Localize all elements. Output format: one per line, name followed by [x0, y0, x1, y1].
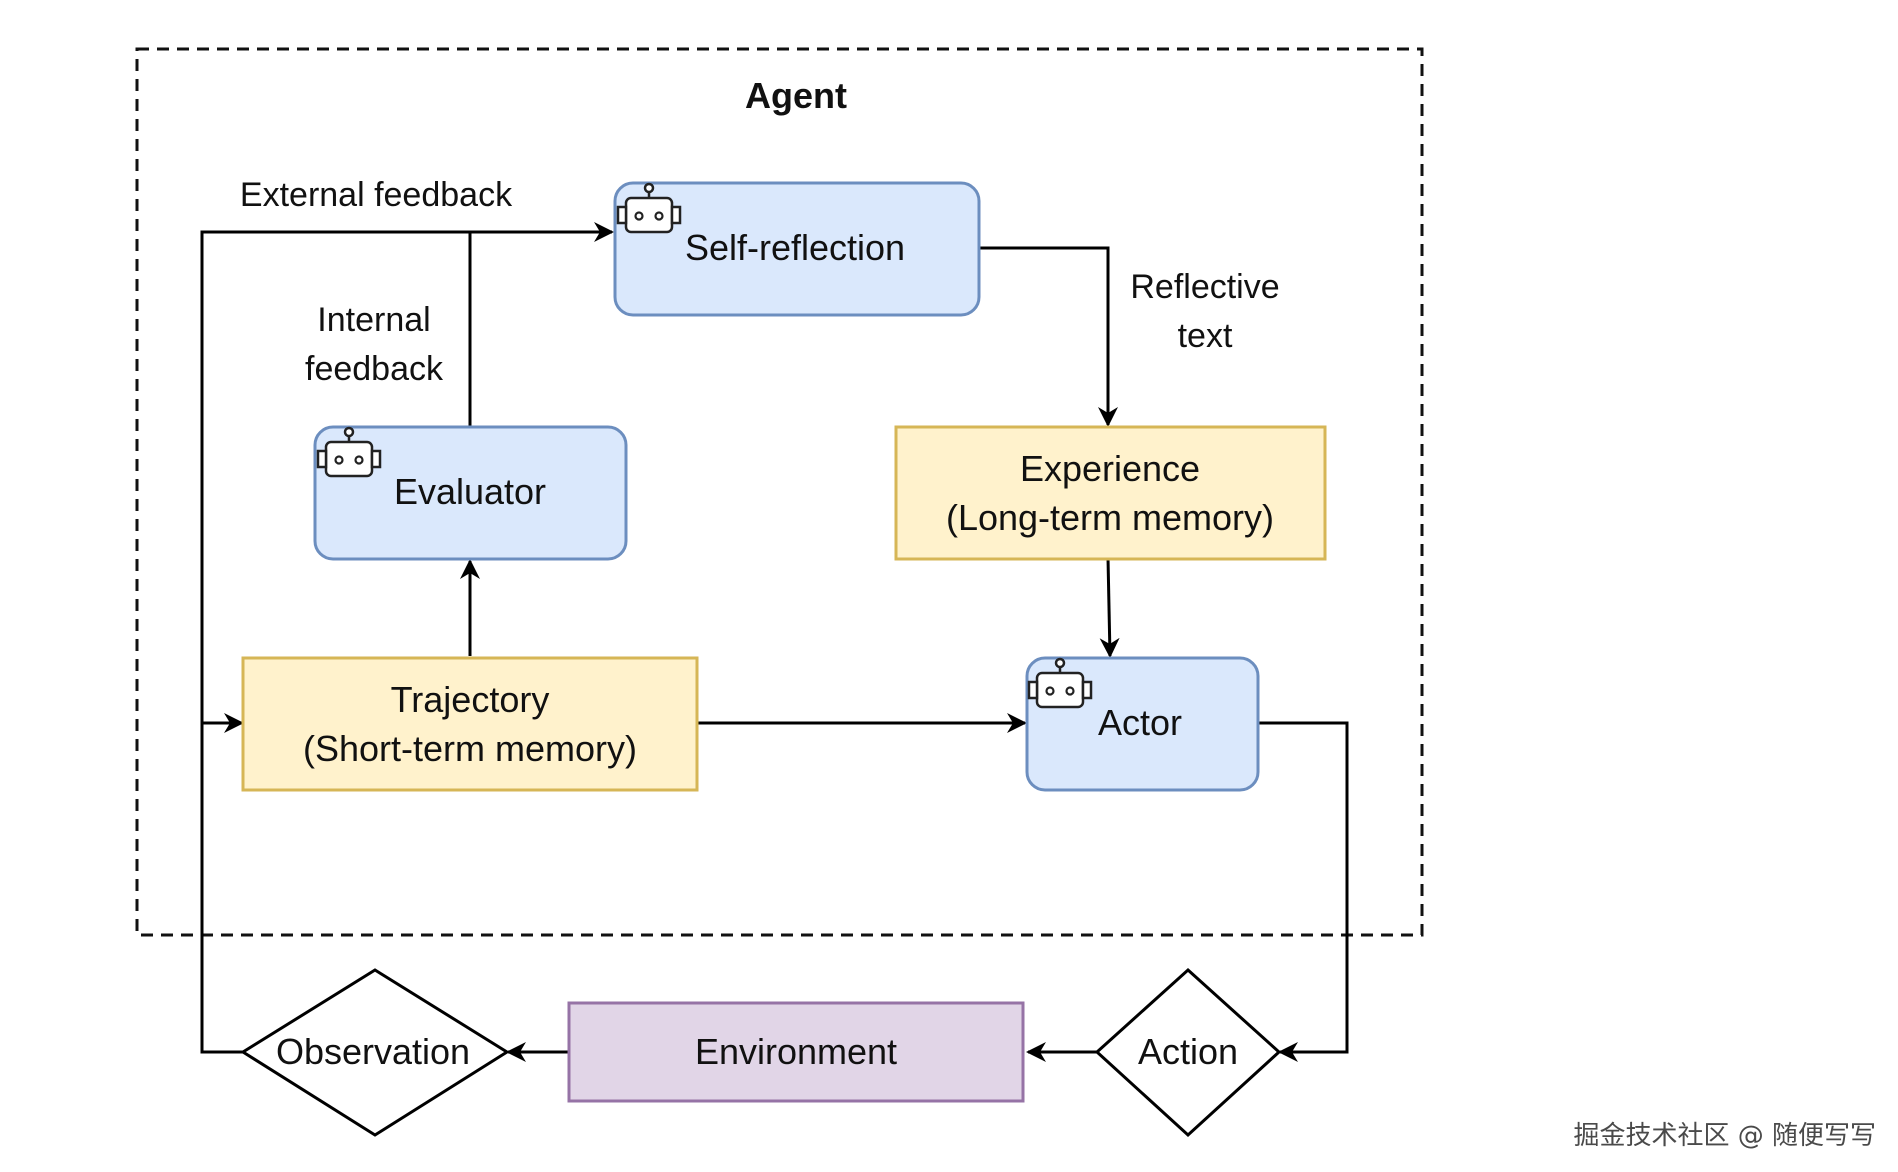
node-observation: Observation: [240, 968, 510, 1137]
node-experience: Experience (Long-term memory): [894, 425, 1327, 561]
label-internal-feedback-line1: Internal: [317, 301, 430, 339]
node-action-label: Action: [1138, 1031, 1238, 1072]
node-environment-label: Environment: [695, 1031, 897, 1072]
connectors: [200, 222, 1349, 1062]
label-reflective-text-line1: Reflective: [1130, 268, 1279, 306]
watermark: 掘金技术社区 @ 随便写写: [1573, 1121, 1876, 1151]
node-evaluator-label: Evaluator: [394, 471, 546, 512]
node-experience-line1: Experience: [1020, 448, 1200, 489]
agent-title: Agent: [745, 75, 847, 116]
node-experience-line2: (Long-term memory): [946, 497, 1274, 538]
node-actor-label: Actor: [1098, 702, 1182, 743]
node-trajectory-line1: Trajectory: [391, 679, 550, 720]
agent-boundary: [135, 47, 1424, 937]
edge-reflective-text: [979, 246, 1118, 427]
node-environment: Environment: [567, 1001, 1025, 1103]
label-reflective-text-line2: text: [1178, 317, 1233, 355]
label-internal-feedback-line2: feedback: [305, 350, 444, 388]
node-actor: Actor: [1025, 656, 1260, 792]
label-external-feedback: External feedback: [240, 176, 513, 214]
node-trajectory: Trajectory (Short-term memory): [241, 656, 699, 792]
node-self-reflection: Self-reflection: [613, 181, 981, 317]
node-evaluator: Evaluator: [313, 425, 628, 561]
edge-external-feedback: [200, 222, 614, 1054]
edge-experience-to-actor: [1099, 557, 1120, 658]
node-self-reflection-label: Self-reflection: [685, 227, 905, 268]
node-action: Action: [1094, 967, 1282, 1138]
node-observation-label: Observation: [276, 1031, 470, 1072]
edge-actor-to-action: [1258, 721, 1349, 1062]
node-trajectory-line2: (Short-term memory): [303, 728, 637, 769]
